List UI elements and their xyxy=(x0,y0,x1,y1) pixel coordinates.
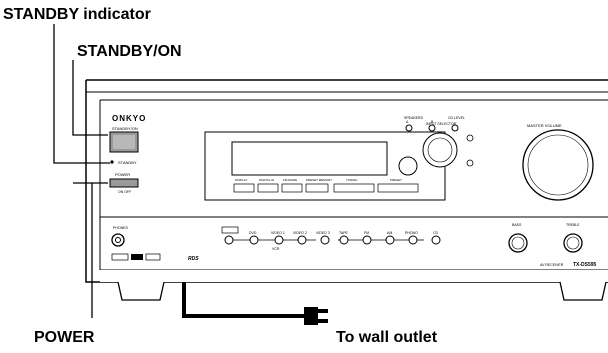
return-button[interactable] xyxy=(466,159,474,167)
digital-in-button[interactable] xyxy=(257,183,279,193)
preset-label: PRESET xyxy=(390,178,402,182)
phono-label: PHONO xyxy=(405,231,418,235)
remote-sensor xyxy=(398,156,418,176)
cd-level-label: CD LEVEL xyxy=(448,116,465,120)
speakers-label: SPEAKERS xyxy=(404,116,424,120)
input-button-tape[interactable] xyxy=(339,235,349,245)
standby-panel-label: STANDBY xyxy=(118,160,137,165)
input-button-video3[interactable] xyxy=(297,235,307,245)
standby-on-leader xyxy=(72,60,108,136)
input-mode-button[interactable] xyxy=(221,226,239,234)
standby-indicator-callout: STANDBY indicator xyxy=(3,6,151,23)
input-button-phono[interactable] xyxy=(408,235,418,245)
fm-mode-label: FM MODE xyxy=(283,178,297,182)
input-button-am[interactable] xyxy=(385,235,395,245)
bass-label: BASS xyxy=(512,223,522,227)
standby-indicator-leader xyxy=(53,24,110,164)
wall-outlet-callout: To wall outlet xyxy=(336,329,438,346)
tone-controls: BASS TREBLE AV RECEIVER TX-DS595 xyxy=(508,223,597,268)
speaker-b-label: B xyxy=(431,120,434,124)
cd-level-button[interactable] xyxy=(451,124,459,132)
speaker-b-button[interactable] xyxy=(428,124,436,132)
video1-label: VIDEO 1 xyxy=(271,231,285,235)
digital-in-label: DIGITAL IN xyxy=(259,178,274,182)
power-panel-label: POWER xyxy=(115,172,130,177)
on-off-label: ON OFF xyxy=(118,190,131,194)
tuning-button[interactable] xyxy=(333,183,375,193)
tuning-label: TUNING xyxy=(346,178,358,182)
video2-label: VIDEO 2 xyxy=(293,231,307,235)
standby-indicator-led xyxy=(110,160,114,164)
preset-memory-label: PRESET MEMORY xyxy=(306,178,332,182)
leader-lines xyxy=(53,24,110,318)
input-knob-label: INPUT SELECTOR xyxy=(426,122,457,126)
logos: RDS xyxy=(111,253,199,262)
enter-button[interactable] xyxy=(466,134,474,142)
dolby-logo xyxy=(111,253,129,261)
fl-display xyxy=(231,141,388,176)
input-button-video2[interactable] xyxy=(274,235,284,245)
plug-icon xyxy=(304,307,318,325)
power-callout: POWER xyxy=(34,329,95,346)
tape-label: TAPE xyxy=(339,231,349,235)
input-button-fm[interactable] xyxy=(362,235,372,245)
standby-on-callout: STANDBY/ON xyxy=(77,43,182,60)
feet xyxy=(117,281,607,301)
thx-logo xyxy=(145,253,161,261)
phones-label: PHONES xyxy=(113,226,128,230)
power-switch[interactable] xyxy=(109,178,139,188)
input-button-cd[interactable] xyxy=(431,235,441,245)
fm-mode-button[interactable] xyxy=(281,183,303,193)
dts-logo xyxy=(131,254,143,260)
input-button-extra[interactable] xyxy=(320,235,330,245)
brand-logo: ONKYO xyxy=(112,114,146,123)
preset-button[interactable] xyxy=(377,183,419,193)
speaker-a-button[interactable] xyxy=(405,124,413,132)
model-prefix-label: AV RECEIVER xyxy=(540,263,564,267)
input-buttons: DVD VIDEO 1 VIDEO 2 VIDEO 3 VCR TAPE FM … xyxy=(221,226,441,251)
right-foot xyxy=(559,281,607,301)
speaker-a-label: A xyxy=(406,120,409,124)
treble-label: TREBLE xyxy=(566,223,580,227)
vcr-label: VCR xyxy=(272,247,280,251)
master-volume-label: MASTER VOLUME xyxy=(527,123,562,128)
input-button-dvd[interactable] xyxy=(224,235,234,245)
fm-label: FM xyxy=(364,231,369,235)
cd-label: CD xyxy=(433,231,439,235)
standby-on-panel-label: STANDBY/ON xyxy=(112,126,138,131)
display-button[interactable] xyxy=(233,183,255,193)
display-button-label: DISPLAY xyxy=(235,178,247,182)
speaker-controls: SPEAKERS A B CD LEVEL xyxy=(404,116,465,132)
receiver-chassis xyxy=(85,79,608,283)
left-foot xyxy=(117,281,165,301)
video3-label: VIDEO 3 xyxy=(316,231,330,235)
power-cord xyxy=(182,282,328,325)
rds-logo: RDS xyxy=(188,256,199,262)
display-buttons: DISPLAY DIGITAL IN FM MODE PRESET MEMORY… xyxy=(233,178,419,193)
master-volume: MASTER VOLUME xyxy=(522,123,594,201)
model-label: TX-DS595 xyxy=(573,262,597,268)
dvd-label: DVD xyxy=(249,231,257,235)
am-label: AM xyxy=(387,231,392,235)
preset-memory-button[interactable] xyxy=(305,183,329,193)
input-button-video1[interactable] xyxy=(249,235,259,245)
